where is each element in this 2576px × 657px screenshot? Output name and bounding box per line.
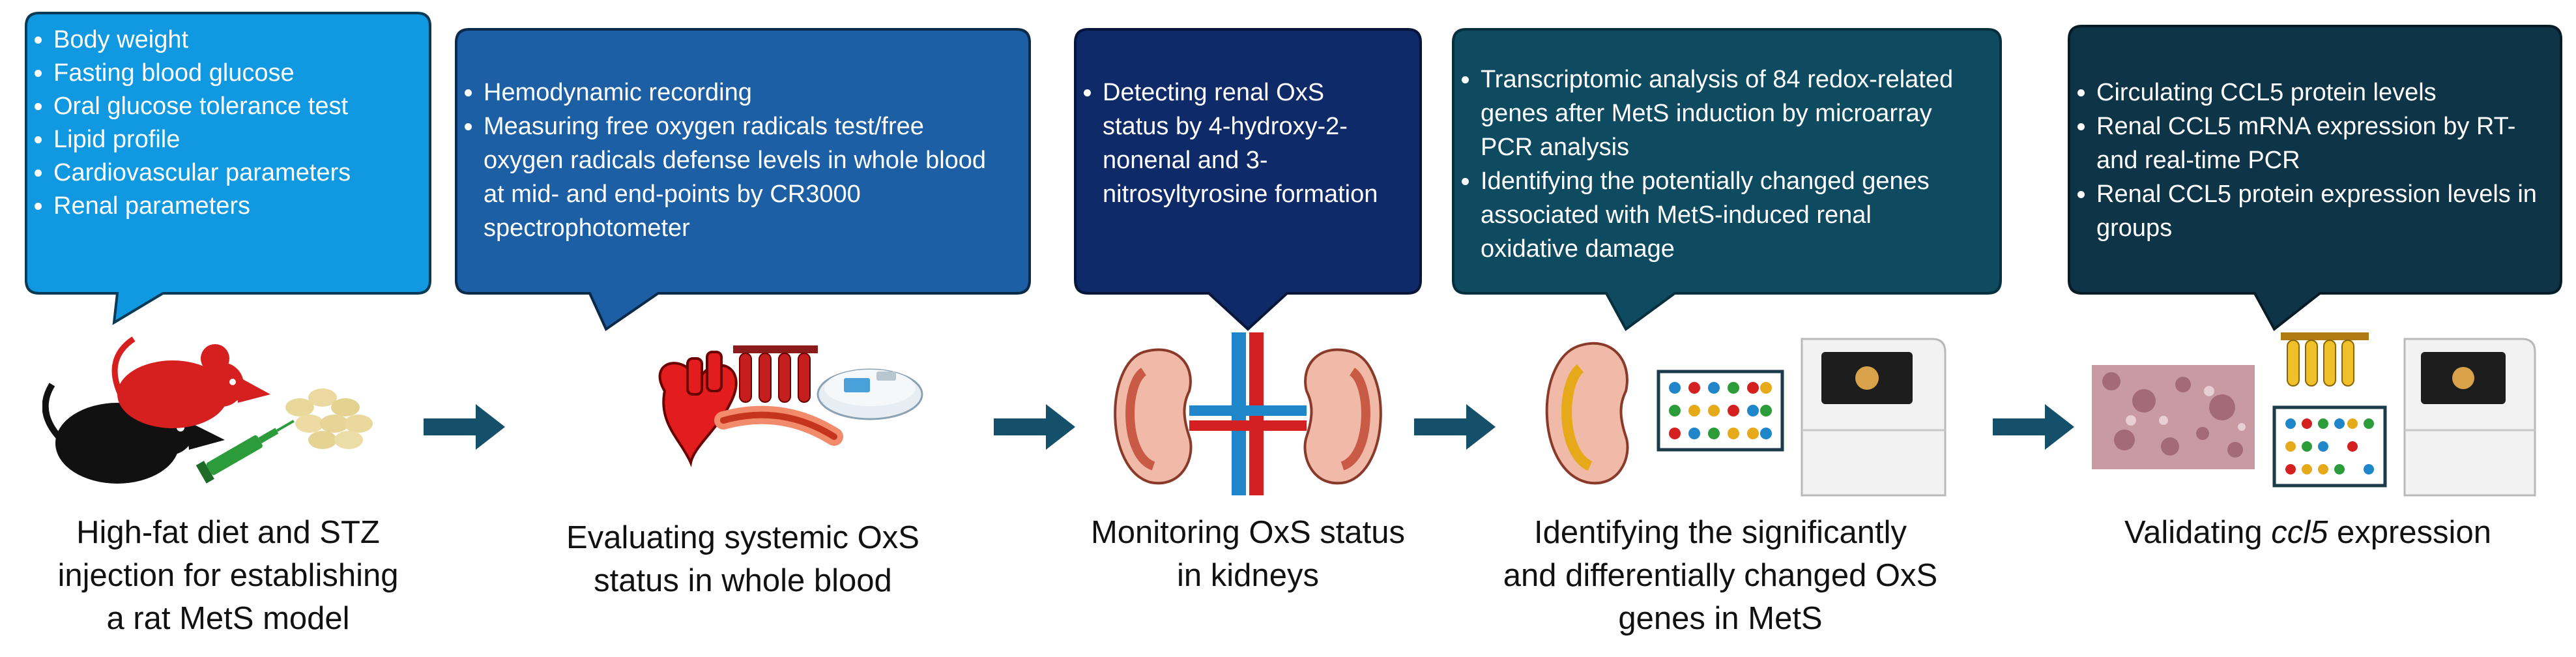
pcr-machine-icon (1801, 338, 1946, 497)
sample-tubes-icon (2281, 332, 2369, 387)
flow-arrow (424, 404, 505, 450)
step-1-bullet: Fasting blood glucose (53, 57, 404, 90)
step-1-illustration (42, 336, 373, 484)
caption-line: Validating ccl5 expression (2124, 515, 2491, 550)
step-3-caption: Monitoring OxS status in kidneys (1062, 511, 1434, 597)
microarray-plate-icon (2272, 405, 2387, 488)
step-1-bullet: Renal parameters (53, 190, 404, 223)
kidneys-icon (1114, 332, 1382, 495)
caption-line: Evaluating systemic OxS (566, 520, 919, 555)
step-4: Transcriptomic analysis of 84 redox-rela… (1427, 0, 2014, 657)
microarray-plate-icon (1657, 370, 1784, 452)
flow-arrow (994, 404, 1075, 450)
kidney-icon (1545, 342, 1629, 485)
step-3-callout-bubble (1074, 28, 1422, 331)
pcr-machine-icon (2403, 338, 2536, 497)
caption-line: status in whole blood (594, 563, 892, 598)
step-4-bullet: Transcriptomic analysis of 84 redox-rela… (1481, 63, 1975, 164)
food-pellets-icon (285, 388, 373, 449)
step-5-bullet: Renal CCL5 mRNA expression by RT- and re… (2096, 110, 2551, 177)
step-5-bullet: Circulating CCL5 protein levels (2096, 76, 2551, 110)
caption-line: High-fat diet and STZ (76, 515, 380, 550)
step-4-illustration (1545, 338, 1946, 497)
step-1-caption: High-fat diet and STZ injection for esta… (13, 511, 443, 640)
step-1-callout-bubble (25, 12, 431, 325)
step-3-illustration (1114, 332, 1382, 495)
step-1-bullets: Body weight Fasting blood glucose Oral g… (13, 23, 404, 223)
step-5: Circulating CCL5 protein levels Renal CC… (2040, 0, 2576, 657)
step-1-bullet: Body weight (53, 23, 404, 57)
step-1-bullet: Lipid profile (53, 123, 404, 156)
caption-line: injection for establishing (57, 558, 399, 593)
tissue-section-icon (2092, 365, 2255, 469)
rat-icon (42, 336, 270, 484)
step-3-bullet: Detecting renal OxS status by 4-hydroxy-… (1103, 76, 1395, 211)
step-2-illustration (658, 345, 923, 467)
step-1-bullet: Oral glucose tolerance test (53, 90, 404, 123)
step-5-callout-bubble (2068, 25, 2562, 332)
step-3-bullets: Detecting renal OxS status by 4-hydroxy-… (1062, 76, 1395, 211)
spectrophotometer-icon (817, 368, 923, 420)
step-2-bullets: Hemodynamic recording Measuring free oxy… (443, 76, 1004, 245)
step-5-bullet: Renal CCL5 protein expression levels in … (2096, 177, 2551, 245)
caption-line: in kidneys (1177, 558, 1319, 593)
flow-arrow (1993, 404, 2074, 450)
step-2-caption: Evaluating systemic OxS status in whole … (443, 516, 1043, 602)
step-4-bullet: Identifying the potentially changed gene… (1481, 164, 1975, 266)
step-2: Hemodynamic recording Measuring free oxy… (443, 0, 1043, 657)
step-3: Detecting renal OxS status by 4-hydroxy-… (1062, 0, 1434, 657)
caption-line: genes in MetS (1618, 601, 1823, 636)
blood-tubes-icon (733, 345, 818, 403)
heart-icon (658, 351, 843, 467)
flow-arrow (1414, 404, 1496, 450)
step-4-callout-bubble (1452, 28, 2002, 331)
step-4-caption: Identifying the significantly and differ… (1427, 511, 2014, 640)
step-1: Body weight Fasting blood glucose Oral g… (13, 0, 443, 657)
caption-line: and differentially changed OxS (1503, 558, 1938, 593)
step-2-bullet: Measuring free oxygen radicals test/free… (484, 110, 1004, 245)
step-5-illustration (2092, 332, 2536, 497)
step-1-bullet: Cardiovascular parameters (53, 156, 404, 190)
step-2-bullet: Hemodynamic recording (484, 76, 1004, 110)
step-4-bullets: Transcriptomic analysis of 84 redox-rela… (1440, 63, 1975, 266)
caption-line: Monitoring OxS status (1090, 515, 1406, 550)
step-5-caption: Validating ccl5 expression (2040, 511, 2576, 554)
caption-line: Identifying the significantly (1534, 515, 1907, 550)
caption-line: a rat MetS model (106, 601, 350, 636)
step-2-callout-bubble (455, 28, 1031, 331)
syringe-icon (195, 420, 295, 484)
step-5-bullets: Circulating CCL5 protein levels Renal CC… (2056, 76, 2551, 245)
